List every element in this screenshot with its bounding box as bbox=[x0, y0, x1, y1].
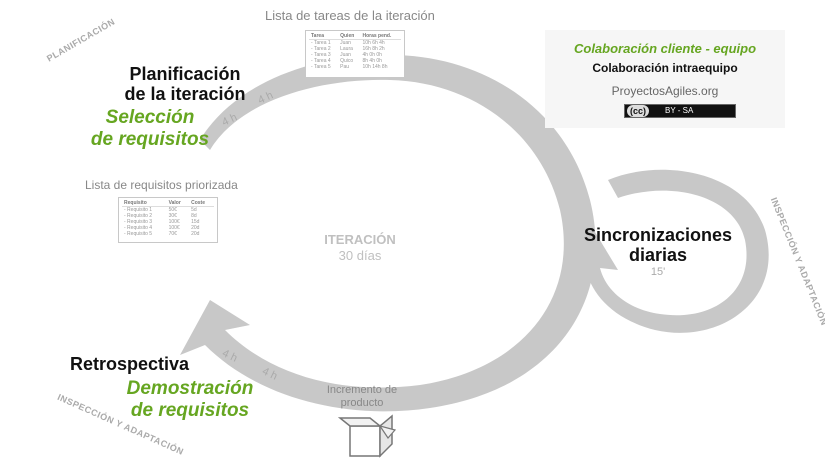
collab-client-team: Colaboración cliente - equipo bbox=[573, 41, 757, 56]
iteration-label: ITERACIÓN bbox=[324, 232, 396, 247]
site-name: ProyectosAgiles.org bbox=[611, 84, 719, 98]
iteration-days: 30 días bbox=[338, 248, 382, 263]
collab-intrateam: Colaboración intraequipo bbox=[592, 61, 738, 75]
cc-logo: (cc) bbox=[627, 105, 650, 117]
box-icon bbox=[337, 414, 397, 458]
ring-dot bbox=[517, 202, 521, 206]
daily-loop-arrow bbox=[565, 169, 769, 333]
demo-line1: Demostración bbox=[126, 378, 254, 399]
date-label: 29 Junio bbox=[337, 348, 383, 362]
date-label: 30 Junio bbox=[248, 336, 294, 350]
cc-license-badge: (cc) BY - SA bbox=[624, 104, 736, 118]
increment-line2: producto bbox=[340, 397, 384, 409]
date-label: 2 Junio bbox=[340, 108, 379, 122]
selection-line1: Selección bbox=[105, 107, 195, 128]
cc-by-sa: BY - SA bbox=[665, 106, 694, 115]
planning-title-line2: de la iteración bbox=[124, 84, 246, 104]
date-label: 3 Junio bbox=[423, 125, 462, 139]
selection-line2: de requisitos bbox=[90, 129, 210, 150]
req-list-title: Lista de requisitos priorizada bbox=[85, 178, 238, 192]
ring-dot bbox=[526, 236, 530, 240]
task-header-2: Quien bbox=[338, 33, 361, 40]
task-header-3: Horas pend. bbox=[360, 33, 401, 40]
retro-title: Retrospectiva bbox=[70, 354, 190, 374]
daily-duration: 15' bbox=[650, 266, 666, 278]
task-header-1: Tarea bbox=[309, 33, 339, 40]
task-list-title: Lista de tareas de la iteración bbox=[265, 8, 435, 23]
daily-title-line1: Sincronizaciones bbox=[583, 225, 733, 245]
demo-line2: de requisitos bbox=[130, 400, 250, 421]
req-header-2: Valor bbox=[166, 200, 190, 207]
ring-dot bbox=[528, 266, 532, 270]
date-label: 28 Junio bbox=[415, 334, 461, 348]
date-label: 1 Junio bbox=[248, 125, 287, 139]
date-label: 27 Junio bbox=[466, 306, 512, 320]
req-header-1: Requisito bbox=[122, 200, 167, 207]
increment-line1: Incremento de bbox=[326, 384, 398, 396]
date-label: 4 Junio bbox=[470, 155, 509, 169]
req-header-3: Coste bbox=[189, 200, 214, 207]
planning-title-line1: Planificación bbox=[129, 64, 241, 84]
daily-title-line2: diarias bbox=[628, 245, 688, 265]
